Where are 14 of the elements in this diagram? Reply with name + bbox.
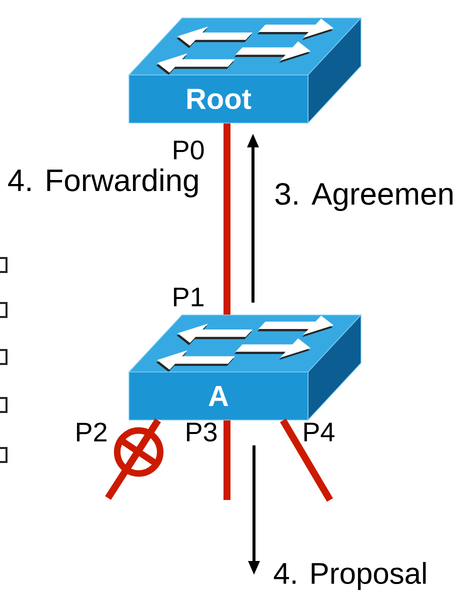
link-line <box>105 418 161 500</box>
node-label: A <box>208 386 228 406</box>
link-line <box>224 123 230 315</box>
node-label: Root <box>187 88 252 110</box>
link-line <box>224 420 230 500</box>
edge-label: 4. Proposal <box>272 561 429 591</box>
link-line <box>280 418 333 502</box>
port-label: P1 <box>174 288 204 306</box>
port-state-label: 4. Forwarding <box>8 168 198 198</box>
edge-label: 3. Agreemen <box>273 182 456 212</box>
port-label: P3 <box>186 422 217 442</box>
port-label: P2 <box>76 422 106 442</box>
port-label: P0 <box>174 140 204 160</box>
port-label: P4 <box>304 422 334 442</box>
